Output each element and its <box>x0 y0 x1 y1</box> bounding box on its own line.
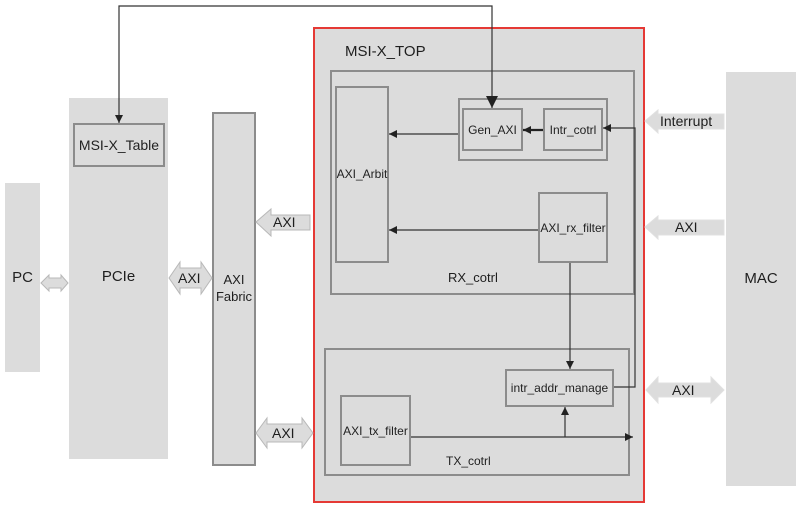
tx-cotrl-label: TX_cotrl <box>446 454 491 468</box>
axi-tx-filter-block: AXI_tx_filter <box>340 395 411 466</box>
msix-top-label: MSI-X_TOP <box>345 43 426 60</box>
msix-table-block: MSI-X_Table <box>73 123 165 167</box>
fabric-top-lower-bus-label: AXI <box>272 425 295 441</box>
axi-fabric-label-line2: Fabric <box>215 289 253 304</box>
mac-label: MAC <box>744 270 778 287</box>
axi-arbit-label: AXI_Arbit <box>336 166 388 181</box>
gen-axi-block: Gen_AXI <box>462 108 523 151</box>
axi-rx-filter-block: AXI_rx_filter <box>538 192 608 263</box>
mac-axi-bidir-bus-label: AXI <box>672 382 695 398</box>
rx-cotrl-label: RX_cotrl <box>448 270 498 285</box>
pcie-fabric-bus-label: AXI <box>178 270 201 286</box>
msix-table-label: MSI-X_Table <box>78 137 160 153</box>
intr-cotrl-label: Intr_cotrl <box>549 122 597 137</box>
pc-block: PC <box>5 183 40 372</box>
intr-cotrl-block: Intr_cotrl <box>543 108 603 151</box>
axi-tx-filter-label: AXI_tx_filter <box>343 423 408 438</box>
pc-label: PC <box>12 269 33 286</box>
intr-addr-manage-label: intr_addr_manage <box>510 381 609 395</box>
pc-pcie-bus-arrow <box>40 273 69 293</box>
gen-axi-label: Gen_AXI <box>468 122 517 137</box>
mac-interrupt-bus-label: Interrupt <box>660 113 713 129</box>
axi-arbit-block: AXI_Arbit <box>335 86 389 263</box>
intr-addr-manage-block: intr_addr_manage <box>505 369 614 407</box>
mac-axi-in-bus-label: AXI <box>675 219 698 235</box>
axi-fabric-label-line1: AXI <box>223 272 245 287</box>
pcie-label: PCIe <box>101 268 136 285</box>
mac-block: MAC <box>726 72 796 486</box>
axi-rx-filter-label: AXI_rx_filter <box>540 220 606 235</box>
axi-fabric-block: AXI Fabric <box>212 112 256 466</box>
top-fabric-bus-label: AXI <box>273 214 296 230</box>
